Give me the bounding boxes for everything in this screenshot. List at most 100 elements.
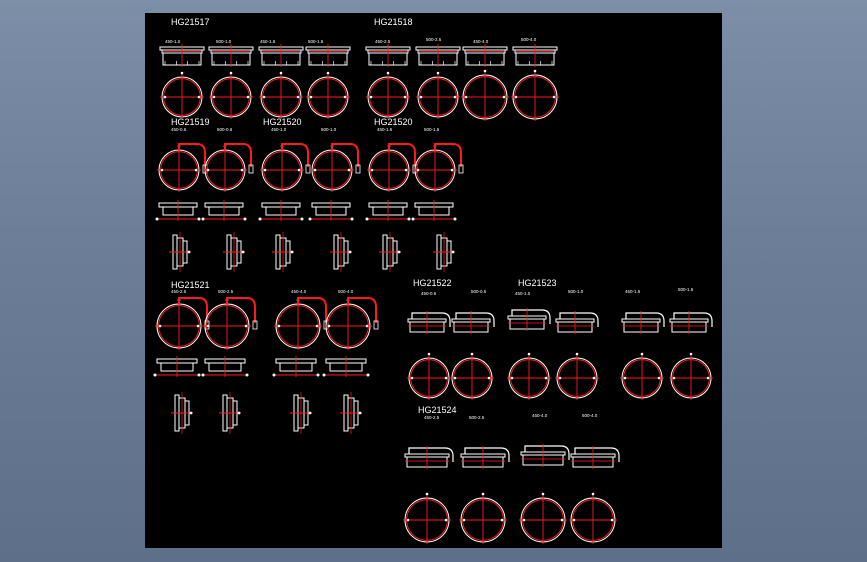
size-label: 500-1.6 bbox=[424, 127, 440, 132]
manhole-side-view bbox=[379, 232, 401, 272]
manhole-plan-view bbox=[416, 71, 460, 119]
size-label: 450-4.0 bbox=[473, 39, 489, 44]
size-label: 450-4.0 bbox=[291, 289, 307, 294]
hinged-cover-elevation-view bbox=[404, 446, 454, 469]
size-label: 500-2.5 bbox=[426, 37, 442, 42]
size-label: 500-1.6 bbox=[678, 287, 694, 292]
manhole-plan-view bbox=[519, 492, 567, 544]
hinged-cover-elevation-view bbox=[407, 311, 451, 334]
manhole-elevation-view bbox=[462, 44, 508, 67]
manhole-plan-view bbox=[310, 143, 361, 192]
cover-elevation-view bbox=[201, 356, 249, 377]
size-label: 500-1.0 bbox=[216, 39, 232, 44]
cover-elevation-view bbox=[308, 200, 354, 221]
manhole-plan-view bbox=[366, 71, 410, 119]
size-label: 500-0.6 bbox=[471, 289, 487, 294]
title-hg21517: HG21517 bbox=[171, 17, 210, 27]
size-label: 450-1.0 bbox=[165, 39, 181, 44]
size-label: 500-1.0 bbox=[321, 127, 337, 132]
manhole-plan-view bbox=[306, 71, 350, 119]
title-hg21524: HG21524 bbox=[418, 405, 457, 415]
manhole-plan-view bbox=[407, 352, 451, 400]
cover-elevation-view bbox=[411, 200, 457, 221]
manhole-plan-view bbox=[160, 71, 204, 119]
manhole-plan-view bbox=[367, 143, 418, 192]
hinged-cover-elevation-view bbox=[621, 311, 665, 334]
hinged-cover-elevation-view bbox=[669, 311, 713, 334]
manhole-elevation-view bbox=[305, 44, 351, 67]
title-hg21519: HG21519 bbox=[171, 117, 210, 127]
size-label: 500-1.6 bbox=[308, 39, 324, 44]
manhole-plan-view bbox=[157, 143, 208, 192]
size-label: 450-1.0 bbox=[515, 291, 531, 296]
size-label: 500-2.5 bbox=[469, 415, 485, 420]
manhole-plan-view bbox=[511, 69, 559, 121]
title-hg21520a: HG21520 bbox=[263, 117, 302, 127]
size-label: 450-0.6 bbox=[421, 291, 437, 296]
hinged-cover-elevation-view bbox=[507, 308, 551, 331]
manhole-plan-view bbox=[555, 352, 599, 400]
cover-elevation-view bbox=[153, 356, 201, 377]
hinged-cover-elevation-view bbox=[570, 446, 620, 469]
manhole-plan-view bbox=[450, 352, 494, 400]
manhole-side-view bbox=[171, 392, 193, 434]
cover-elevation-view bbox=[258, 200, 304, 221]
manhole-plan-view bbox=[324, 297, 379, 350]
title-hg21518: HG21518 bbox=[374, 17, 413, 27]
manhole-elevation-view bbox=[512, 44, 558, 67]
manhole-side-view bbox=[219, 392, 241, 434]
hinged-cover-elevation-view bbox=[520, 444, 570, 467]
size-label: 450-0.6 bbox=[171, 127, 187, 132]
manhole-side-view bbox=[272, 232, 294, 272]
cover-elevation-view bbox=[201, 200, 247, 221]
size-label: 500-4.0 bbox=[338, 289, 354, 294]
title-hg21520b: HG21520 bbox=[374, 117, 413, 127]
manhole-plan-view bbox=[403, 492, 451, 544]
size-label: 450-2.5 bbox=[171, 289, 187, 294]
size-label: 450-4.0 bbox=[532, 413, 548, 418]
manhole-side-view bbox=[433, 232, 455, 272]
manhole-plan-view bbox=[459, 492, 507, 544]
manhole-plan-view bbox=[461, 69, 509, 121]
manhole-elevation-view bbox=[208, 44, 254, 67]
size-label: 450-1.6 bbox=[625, 289, 641, 294]
size-label: 450-2.5 bbox=[424, 415, 440, 420]
manhole-plan-view bbox=[203, 143, 254, 192]
manhole-elevation-view bbox=[159, 44, 205, 67]
cover-elevation-view bbox=[322, 356, 370, 377]
title-hg21522: HG21522 bbox=[413, 278, 452, 288]
size-label: 500-1.0 bbox=[568, 289, 584, 294]
manhole-plan-view bbox=[260, 143, 311, 192]
manhole-plan-view bbox=[203, 297, 258, 350]
size-label: 450-1.6 bbox=[377, 127, 393, 132]
manhole-side-view bbox=[223, 232, 245, 272]
manhole-elevation-view bbox=[365, 44, 411, 67]
manhole-side-view bbox=[169, 232, 191, 272]
hinged-cover-elevation-view bbox=[451, 311, 495, 334]
manhole-plan-view bbox=[274, 297, 329, 350]
size-label: 500-4.0 bbox=[582, 413, 598, 418]
manhole-plan-view bbox=[155, 297, 210, 350]
size-label: 500-2.5 bbox=[218, 289, 234, 294]
manhole-plan-view bbox=[507, 352, 551, 400]
manhole-plan-view bbox=[209, 71, 253, 119]
cover-elevation-view bbox=[272, 356, 320, 377]
cover-elevation-view bbox=[365, 200, 411, 221]
size-label: 450-2.5 bbox=[375, 39, 391, 44]
cover-elevation-view bbox=[155, 200, 201, 221]
hinged-cover-elevation-view bbox=[460, 446, 510, 469]
manhole-plan-view bbox=[569, 492, 617, 544]
manhole-plan-view bbox=[620, 352, 664, 400]
title-hg21521: HG21521 bbox=[171, 280, 210, 290]
size-label: 500-0.6 bbox=[217, 127, 233, 132]
manhole-plan-view bbox=[413, 143, 464, 192]
hinged-cover-elevation-view bbox=[555, 311, 599, 334]
manhole-plan-view bbox=[259, 71, 303, 119]
manhole-elevation-view bbox=[258, 44, 304, 67]
size-label: 500-4.0 bbox=[521, 37, 537, 42]
size-label: 450-1.0 bbox=[271, 127, 287, 132]
manhole-elevation-view bbox=[415, 44, 461, 67]
manhole-side-view bbox=[330, 232, 352, 272]
